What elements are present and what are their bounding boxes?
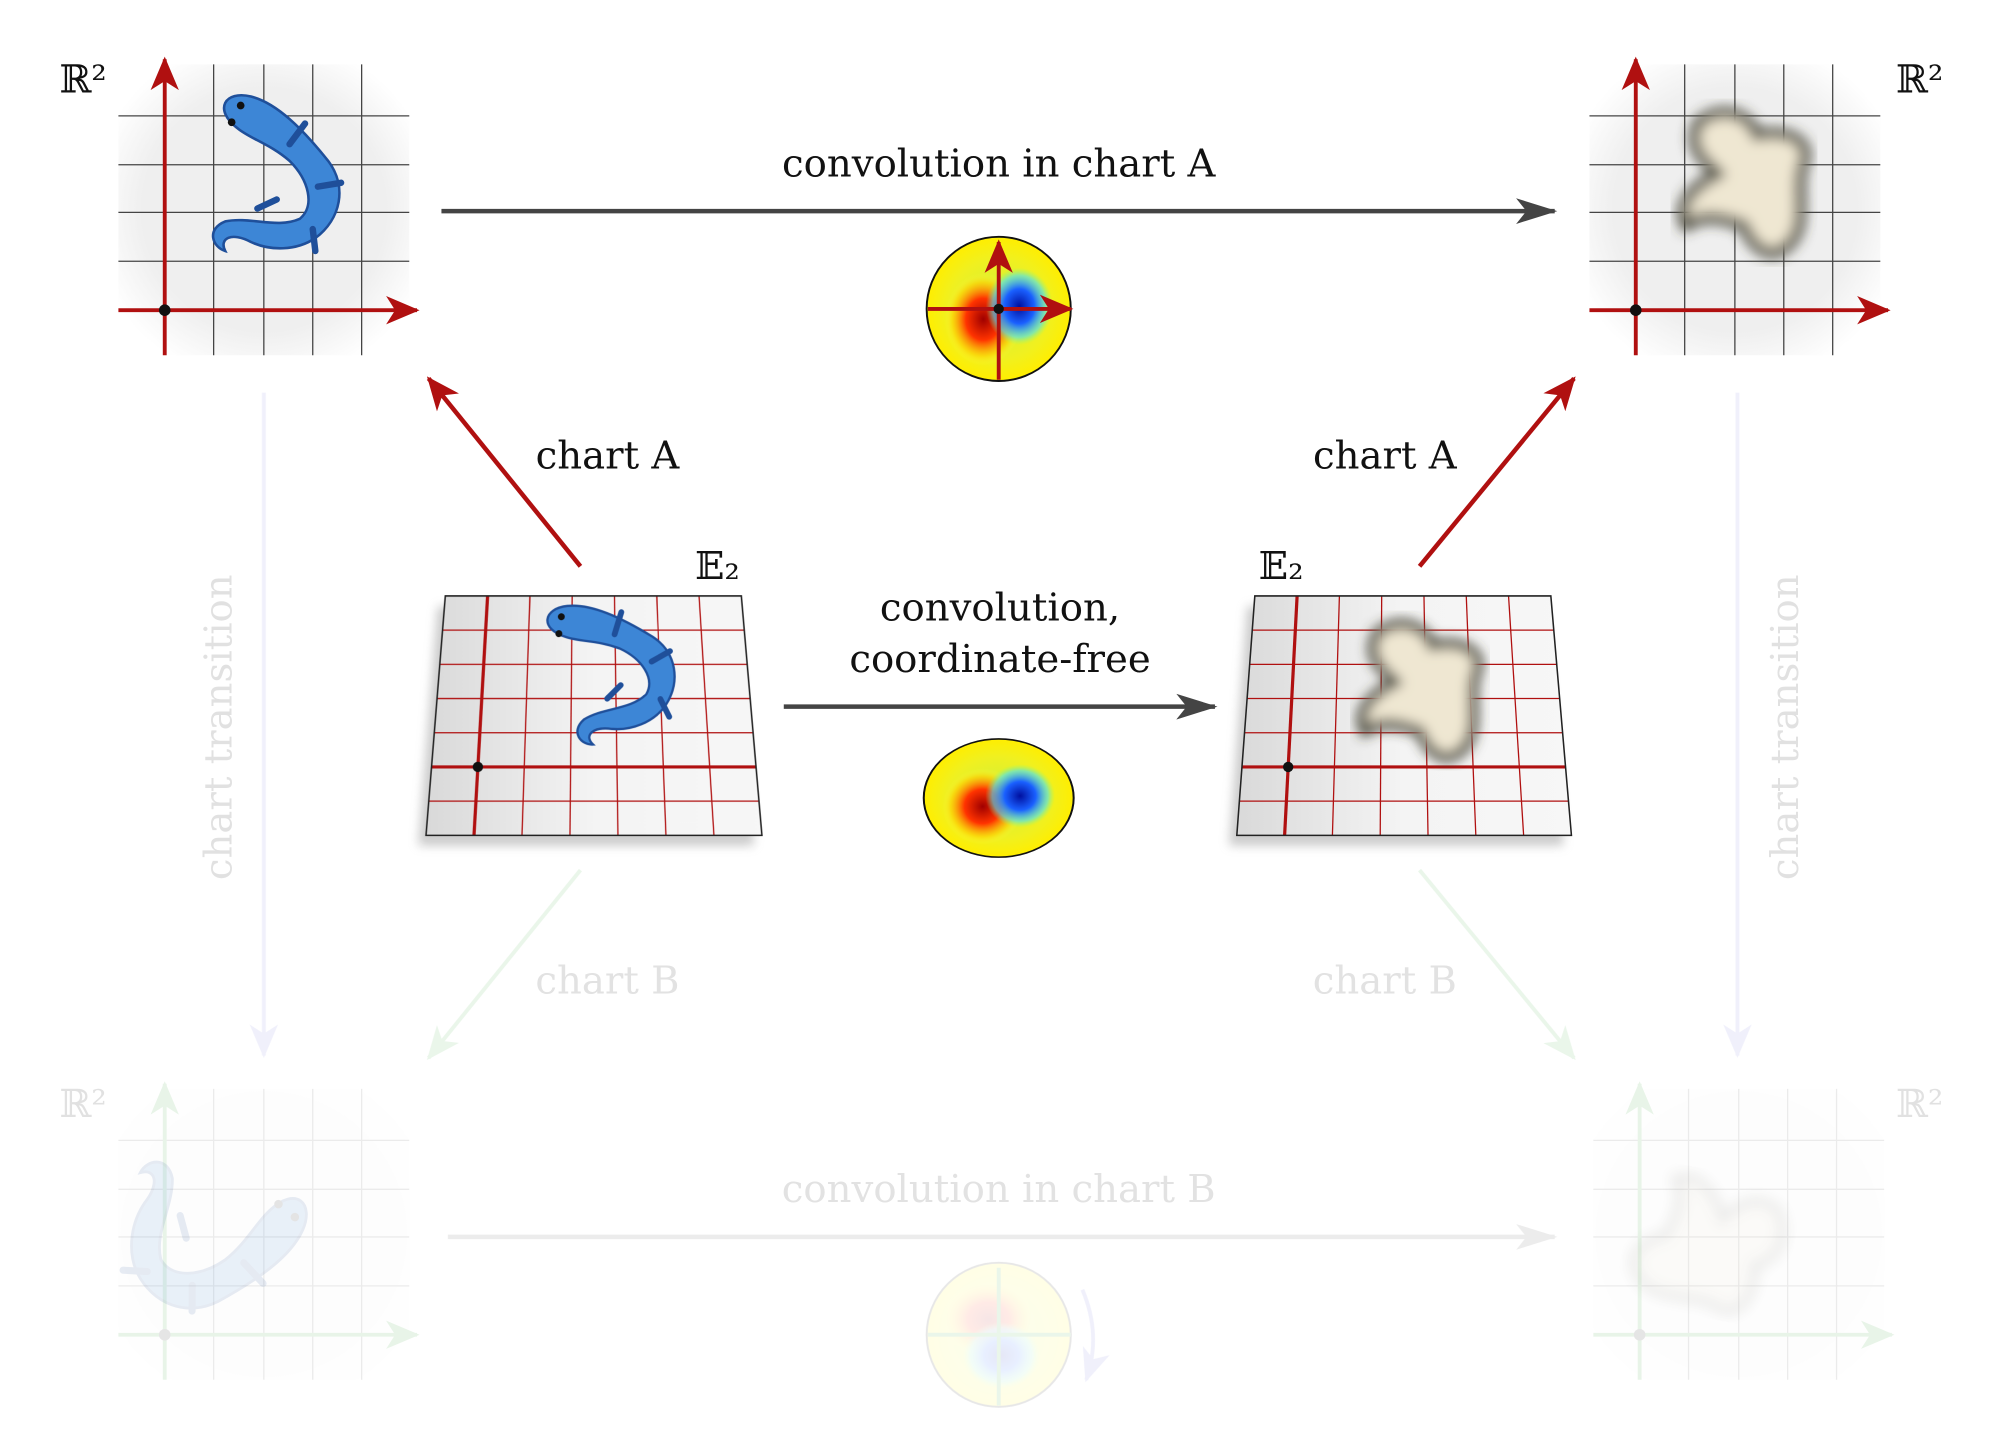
kernel-coordinate-free [922,737,1075,859]
origin-dot [1283,761,1294,773]
chart-transition-label-right: chart transition [1763,574,1808,880]
convolution-free-label-line2: coordinate-free [849,637,1150,682]
e2-label: 𝔼₂ [695,544,740,589]
chart-a-label-left: chart A [536,434,681,479]
origin-dot [158,1328,171,1341]
convolution-free-label-line1: convolution, [880,585,1120,630]
grid-line [1331,595,1341,836]
origin-dot [1629,304,1642,316]
origin-dot [158,304,171,316]
kernel-chart-a [925,235,1074,382]
chart-a-arrow-left [426,376,583,568]
e2-label: 𝔼₂ [1259,544,1304,589]
chart-a-arrow-right [1417,376,1576,568]
r2-label: ℝ² [59,1082,107,1127]
origin-dot [472,761,484,773]
grid-line [521,595,531,836]
r2-label: ℝ² [1896,1082,1944,1127]
grid-line [1507,595,1525,836]
grid-line [472,595,490,836]
origin-dot [1633,1328,1646,1341]
chart-b-arrow-right [1418,868,1576,1061]
chart-transition-label-left: chart transition [197,574,242,880]
chart-a-label-right: chart A [1313,434,1458,479]
chart-b-label-right: chart B [1313,959,1457,1004]
grid-line [656,595,667,836]
grid-line [1283,595,1299,836]
plane-border [1235,595,1573,837]
grid-line [698,595,715,836]
convolution-chart-a-label: convolution in chart A [782,141,1216,186]
chart-b-label-left: chart B [535,959,679,1004]
plane-border [425,595,763,837]
kernel-chart-b [925,1261,1110,1408]
r2-label: ℝ² [59,58,107,103]
chart-b-arrow-left [426,868,582,1061]
r2-label: ℝ² [1896,58,1944,103]
convolution-chart-b-label: convolution in chart B [782,1167,1216,1212]
